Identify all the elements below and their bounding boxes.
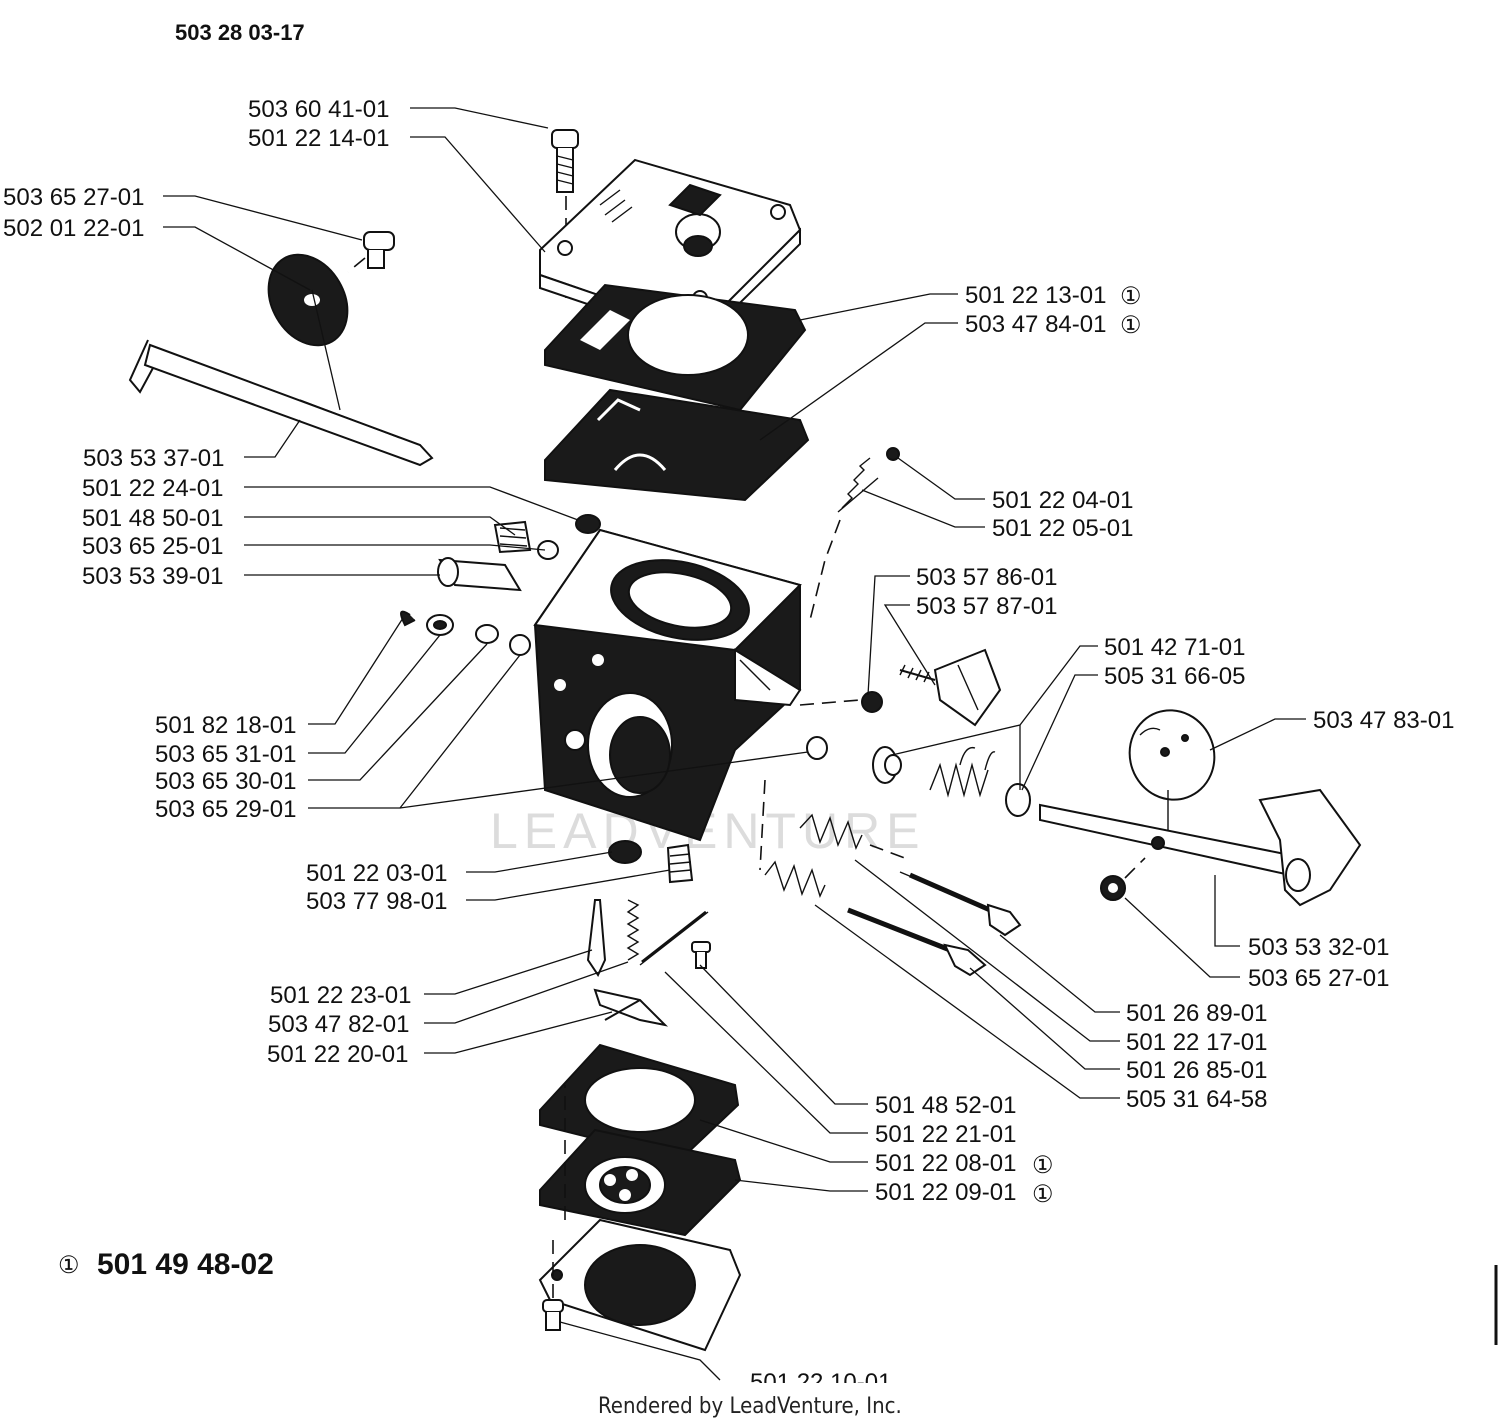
low-needle-screw-part xyxy=(847,907,987,977)
label-503-57-86-01: 503 57 86-01 xyxy=(916,564,1057,591)
kit-marker-icon: ① xyxy=(1120,283,1142,310)
choke-screw-part xyxy=(363,231,395,269)
label-501-22-09-01: 501 22 09-01 xyxy=(875,1179,1016,1206)
part-labels: 503 60 41-01 501 22 14-01 503 65 27-01 5… xyxy=(3,96,1454,1396)
label-503-65-29-01: 503 65 29-01 xyxy=(155,796,296,823)
label-501-26-89-01: 501 26 89-01 xyxy=(1126,1000,1267,1027)
label-501-22-13-01: 501 22 13-01 xyxy=(965,282,1106,309)
label-501-22-03-01: 501 22 03-01 xyxy=(306,860,447,887)
upper-gasket-part xyxy=(544,283,807,412)
label-503-57-87-01: 503 57 87-01 xyxy=(916,593,1057,620)
welch-plug-part xyxy=(608,840,642,864)
high-needle-screw-part xyxy=(899,871,1022,937)
label-503-65-25-01: 503 65 25-01 xyxy=(82,533,223,560)
label-503-65-30-01: 503 65 30-01 xyxy=(155,768,296,795)
pump-cover-screw-part xyxy=(542,1299,564,1331)
label-503-65-31-01: 503 65 31-01 xyxy=(155,741,296,768)
lever-screw-part xyxy=(691,941,711,969)
label-501-22-04-01: 501 22 04-01 xyxy=(992,487,1133,514)
throttle-spring-part xyxy=(929,746,996,798)
metering-lever-part xyxy=(593,988,669,1027)
leader-lines xyxy=(163,107,1306,1381)
kit-marker-icon: ① xyxy=(1120,312,1142,339)
label-501-22-14-01: 501 22 14-01 xyxy=(248,125,389,152)
kit-legend: ① 501 49 48-02 xyxy=(58,1248,274,1281)
label-501-22-24-01: 501 22 24-01 xyxy=(82,475,223,502)
low-needle-spring-part xyxy=(764,860,826,898)
upper-diaphragm-part xyxy=(544,388,810,502)
label-501-22-17-01: 501 22 17-01 xyxy=(1126,1029,1267,1056)
label-501-48-52-01: 501 48 52-01 xyxy=(875,1092,1016,1119)
pump-cover-part xyxy=(538,1218,742,1352)
label-505-31-64-58: 505 31 64-58 xyxy=(1126,1086,1267,1113)
label-503-53-37-01: 503 53 37-01 xyxy=(83,445,224,472)
label-503-53-32-01: 503 53 32-01 xyxy=(1248,934,1389,961)
label-503-47-83-01: 503 47 83-01 xyxy=(1313,707,1454,734)
idle-spring-part xyxy=(837,457,879,513)
label-clip xyxy=(700,1383,960,1423)
label-503-47-84-01: 503 47 84-01 xyxy=(965,311,1106,338)
label-503-65-27-01: 503 65 27-01 xyxy=(3,184,144,211)
choke-plate-part xyxy=(267,253,349,347)
carburetor-body-part xyxy=(533,528,802,842)
figure-number: 503 28 03-17 xyxy=(175,20,305,45)
needle-seat-part xyxy=(493,520,532,554)
label-503-53-39-01: 503 53 39-01 xyxy=(82,563,223,590)
label-501-22-20-01: 501 22 20-01 xyxy=(267,1041,408,1068)
label-503-65-27-01-b: 503 65 27-01 xyxy=(1248,965,1389,992)
label-501-26-85-01: 501 26 85-01 xyxy=(1126,1057,1267,1084)
throttle-washer-part xyxy=(872,746,902,784)
throttle-plate-part xyxy=(1128,709,1216,801)
throttle-shaft-part xyxy=(1039,788,1362,907)
label-501-82-18-01: 501 82 18-01 xyxy=(155,712,296,739)
filter-screen-part xyxy=(666,843,694,884)
footer-credit: Rendered by LeadVenture, Inc. xyxy=(598,1394,902,1419)
label-501-22-21-01: 501 22 21-01 xyxy=(875,1121,1016,1148)
label-502-01-22-01: 502 01 22-01 xyxy=(3,215,144,242)
label-503-60-41-01: 503 60 41-01 xyxy=(248,96,389,123)
top-screw-part xyxy=(551,129,579,193)
parts-artwork xyxy=(128,129,1362,1352)
label-501-22-05-01: 501 22 05-01 xyxy=(992,515,1133,542)
label-503-47-82-01: 503 47 82-01 xyxy=(268,1011,409,1038)
inlet-fitting-part xyxy=(437,557,522,592)
kit-marker-icon: ① xyxy=(1032,1181,1054,1208)
label-501-42-71-01: 501 42 71-01 xyxy=(1104,634,1245,661)
label-501-22-08-01: 501 22 08-01 xyxy=(875,1150,1016,1177)
throttle-screw-part xyxy=(1100,875,1126,901)
label-501-48-50-01: 501 48 50-01 xyxy=(82,505,223,532)
kit-number: 501 49 48-02 xyxy=(97,1248,274,1281)
adjust-knob-part xyxy=(899,648,1002,727)
kit-marker-icon: ① xyxy=(1032,1152,1054,1179)
label-503-77-98-01: 503 77 98-01 xyxy=(306,888,447,915)
choke-shaft-part xyxy=(128,339,434,467)
lever-spring-part xyxy=(626,899,640,961)
inlet-needle-part xyxy=(586,899,607,978)
label-501-22-23-01: 501 22 23-01 xyxy=(270,982,411,1009)
kit-marker-icon: ① xyxy=(58,1252,80,1279)
pump-diaphragm-part xyxy=(539,1128,742,1237)
high-needle-spring-part xyxy=(799,813,863,850)
label-505-31-66-05: 505 31 66-05 xyxy=(1104,663,1245,690)
lower-gasket-part xyxy=(539,1043,740,1162)
